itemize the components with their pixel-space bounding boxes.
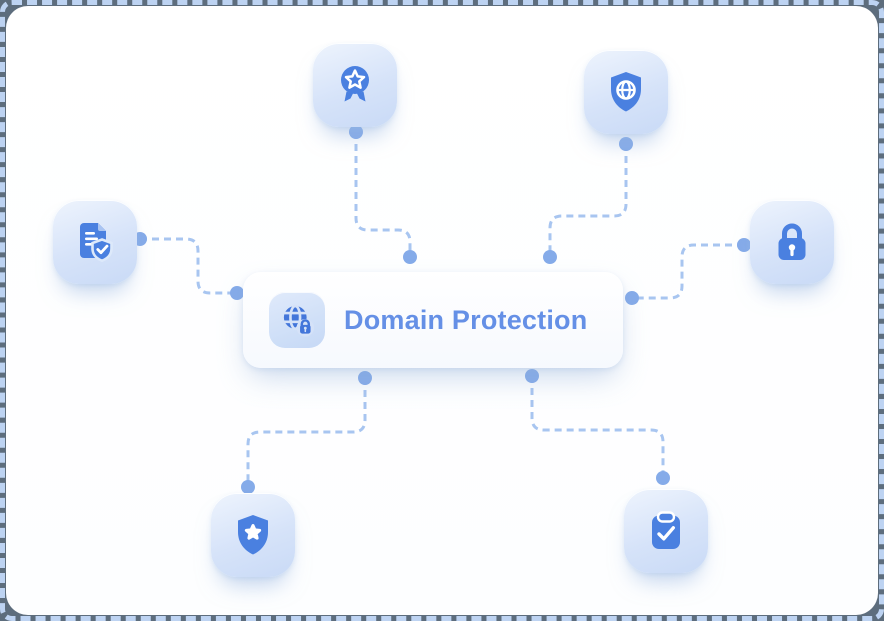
connector-top-left [354,132,412,257]
connector-dot [403,250,417,264]
connector-dot [737,238,751,252]
connector-dot [525,369,539,383]
connector-top-right [548,144,628,257]
connector-right [632,243,744,300]
connector-bottom-right [530,376,665,478]
clipboard-check-icon [642,507,690,555]
node-padlock [750,200,834,284]
connector-dot [230,286,244,300]
center-card-domain-protection: Domain Protection [243,272,623,368]
node-shield-star [211,493,295,577]
padlock-icon [768,218,816,266]
connector-dot [625,291,639,305]
connector-dot [656,471,670,485]
node-award-medal [313,43,397,127]
connector-dot [543,250,557,264]
center-card-label: Domain Protection [344,304,588,335]
connector-bottom-left [246,378,367,487]
center-icon-tile [269,292,325,348]
node-clipboard-check [624,489,708,573]
connector-dot [619,137,633,151]
award-medal-icon [331,61,379,109]
shield-star-icon [229,511,277,559]
connector-dot [349,125,363,139]
node-document-shield-check [53,200,137,284]
shield-globe-icon [602,68,650,116]
document-shield-check-icon [71,218,119,266]
node-shield-globe [584,50,668,134]
connector-dot [241,480,255,494]
connector-left [140,237,237,295]
connector-dot [358,371,372,385]
globe-lock-icon [276,299,318,341]
